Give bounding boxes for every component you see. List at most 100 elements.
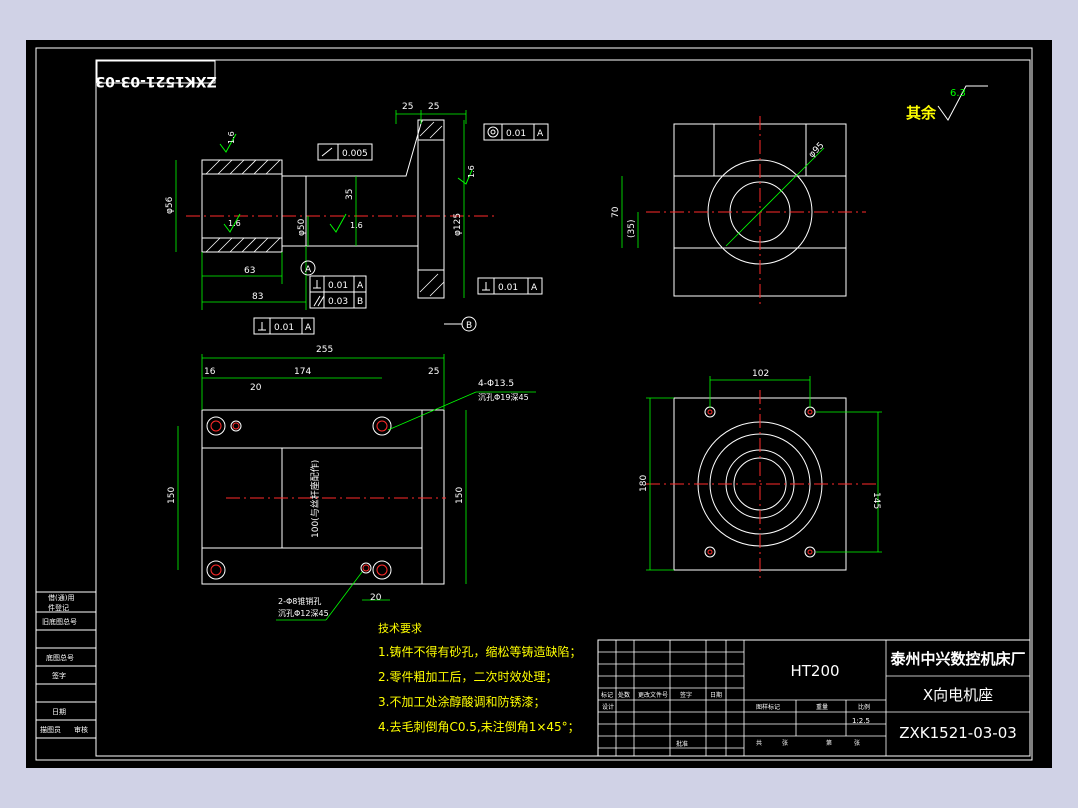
dim-174: 174	[294, 367, 311, 377]
sheet-label: 张	[782, 739, 788, 747]
material: HT200	[790, 662, 839, 680]
side-label-7: 描图员	[40, 725, 61, 734]
dim-25b: 25	[428, 102, 439, 112]
drawing-sheet: ZXK1521-03-03 其余 6.3	[26, 40, 1052, 768]
dim-phi50: φ50	[297, 218, 307, 236]
tol-left-block	[309, 275, 367, 309]
mirrored-number-box: ZXK1521-03-03	[95, 60, 217, 89]
dim-25c: 25	[428, 367, 439, 377]
tol-perp-bottom	[253, 317, 315, 335]
design-label: 设计	[602, 703, 614, 711]
top-view-holes	[206, 416, 392, 580]
datum-a-label: A	[305, 265, 312, 275]
center-note: 100(与丝杆座配作)	[309, 460, 321, 538]
head-count: 处数	[618, 691, 630, 699]
hole-callout-2: 沉孔Φ19深45	[478, 393, 529, 402]
side-label-3: 旧底图总号	[42, 617, 77, 626]
dim-102: 102	[752, 369, 769, 379]
roughness-symbol-icon	[937, 85, 988, 121]
stage-label: 图样标记	[756, 703, 780, 711]
head-sign: 签字	[680, 691, 692, 699]
side-label-5: 签字	[52, 671, 66, 680]
side-label-1: 借(通)用	[48, 593, 74, 602]
top-view: 255 16 20 174 25 150 150 100(与丝杆座配作) 4-Φ…	[167, 345, 536, 621]
tol-perp-bottom-value: 0.01	[274, 323, 294, 333]
dim-35b: (35)	[627, 220, 637, 238]
front-view: 70 (35) φ95	[611, 116, 866, 304]
hatch-bottom	[205, 237, 281, 253]
dim-20b: 20	[370, 593, 382, 603]
total-label: 共	[756, 739, 762, 747]
dim-150a: 150	[167, 487, 177, 504]
dim-145: 145	[871, 492, 881, 509]
dim-phi56: φ56	[165, 196, 175, 214]
approve-label: 批准	[676, 740, 688, 748]
tol-par-left-ref: B	[357, 297, 363, 307]
top-view-outline	[201, 409, 445, 585]
section-view: φ56 63 83 25 25 35 φ50 φ125 1.6 1.6 1.6 …	[165, 102, 549, 335]
side-label-4: 底图总号	[46, 653, 74, 662]
datum-b-marker	[444, 316, 477, 332]
part-number: ZXK1521-03-03	[899, 724, 1017, 742]
tol-concentric	[483, 123, 549, 141]
dim-150b: 150	[455, 487, 465, 504]
tol-par-left-value: 0.03	[328, 297, 348, 307]
tol-perp-left-ref: A	[357, 281, 364, 291]
tol-perp-flange-ref: A	[531, 283, 538, 293]
roughness-1: 1.6	[227, 131, 236, 144]
tol-flatness	[317, 143, 373, 161]
page-sheet-label: 张	[854, 739, 860, 747]
side-label-6: 日期	[52, 708, 66, 716]
head-doc: 更改文件号	[638, 691, 668, 699]
cad-drawing: ZXK1521-03-03 其余 6.3	[35, 47, 1033, 761]
hatch-flange	[419, 121, 445, 297]
scale-value: 1:2.5	[852, 717, 870, 725]
dim-70: 70	[611, 206, 621, 218]
roughness-2: 1.6	[228, 219, 241, 228]
end-view: 102 180 145	[639, 369, 882, 580]
note-1: 1.铸件不得有砂孔，缩松等铸造缺陷；	[378, 644, 581, 659]
tol-concentric-ref: A	[537, 129, 544, 139]
technical-notes: 技术要求 1.铸件不得有砂孔，缩松等铸造缺陷； 2.零件粗加工后，二次时效处理；…	[378, 622, 581, 734]
title-block: 标记 处数 更改文件号 签字 日期 设计 图样标记 重量 比例 1:2.5 共 …	[597, 639, 1031, 757]
dim-16: 16	[204, 367, 216, 377]
dim-255: 255	[316, 345, 333, 355]
tol-perp-bottom-ref: A	[305, 323, 312, 333]
side-table: 借(通)用 件登记 旧底图总号 底图总号 签字 日期 描图员 审核	[35, 591, 97, 739]
ratio-label: 比例	[858, 703, 870, 711]
note-3: 3.不加工处涂醇酸调和防锈漆；	[378, 694, 545, 709]
end-view-holes	[704, 406, 816, 558]
dim-phi125: φ125	[453, 213, 463, 236]
weight-label: 重量	[816, 703, 828, 711]
dim-83: 83	[252, 292, 263, 302]
tol-perp-left-value: 0.01	[328, 281, 348, 291]
dim-35: 35	[345, 189, 355, 200]
note-2: 2.零件粗加工后，二次时效处理；	[378, 669, 557, 684]
roughness-value: 6.3	[950, 88, 966, 99]
hole-callout-1: 4-Φ13.5	[478, 379, 514, 389]
hatch-top	[205, 159, 281, 175]
dim-63: 63	[244, 266, 255, 276]
roughness-3: 1.6	[350, 221, 363, 230]
head-date: 日期	[710, 691, 722, 699]
roughness-4: 1.6	[467, 165, 476, 178]
dim-phi95: φ95	[807, 141, 826, 160]
flange-outline	[417, 119, 445, 299]
side-label-8: 审核	[74, 725, 88, 734]
side-label-2: 件登记	[48, 603, 69, 612]
tol-flatness-value: 0.005	[342, 149, 368, 159]
dim-180: 180	[639, 475, 649, 492]
datum-a-marker	[300, 260, 316, 276]
other-surfaces-label: 其余	[906, 104, 937, 122]
inner-frame	[95, 59, 1031, 757]
company-name: 泰州中兴数控机床厂	[889, 650, 1025, 668]
surface-finish-note: 其余 6.3	[906, 85, 988, 122]
part-name: X向电机座	[923, 686, 993, 704]
outer-frame	[35, 47, 1033, 761]
pin-callout-1: 2-Φ8锥销孔	[278, 596, 321, 606]
pin-callout-2: 沉孔Φ12深45	[278, 609, 329, 618]
dim-20a: 20	[250, 383, 262, 393]
dim-25a: 25	[402, 102, 413, 112]
mirrored-drawing-number: ZXK1521-03-03	[95, 73, 216, 89]
tol-concentric-value: 0.01	[506, 129, 526, 139]
